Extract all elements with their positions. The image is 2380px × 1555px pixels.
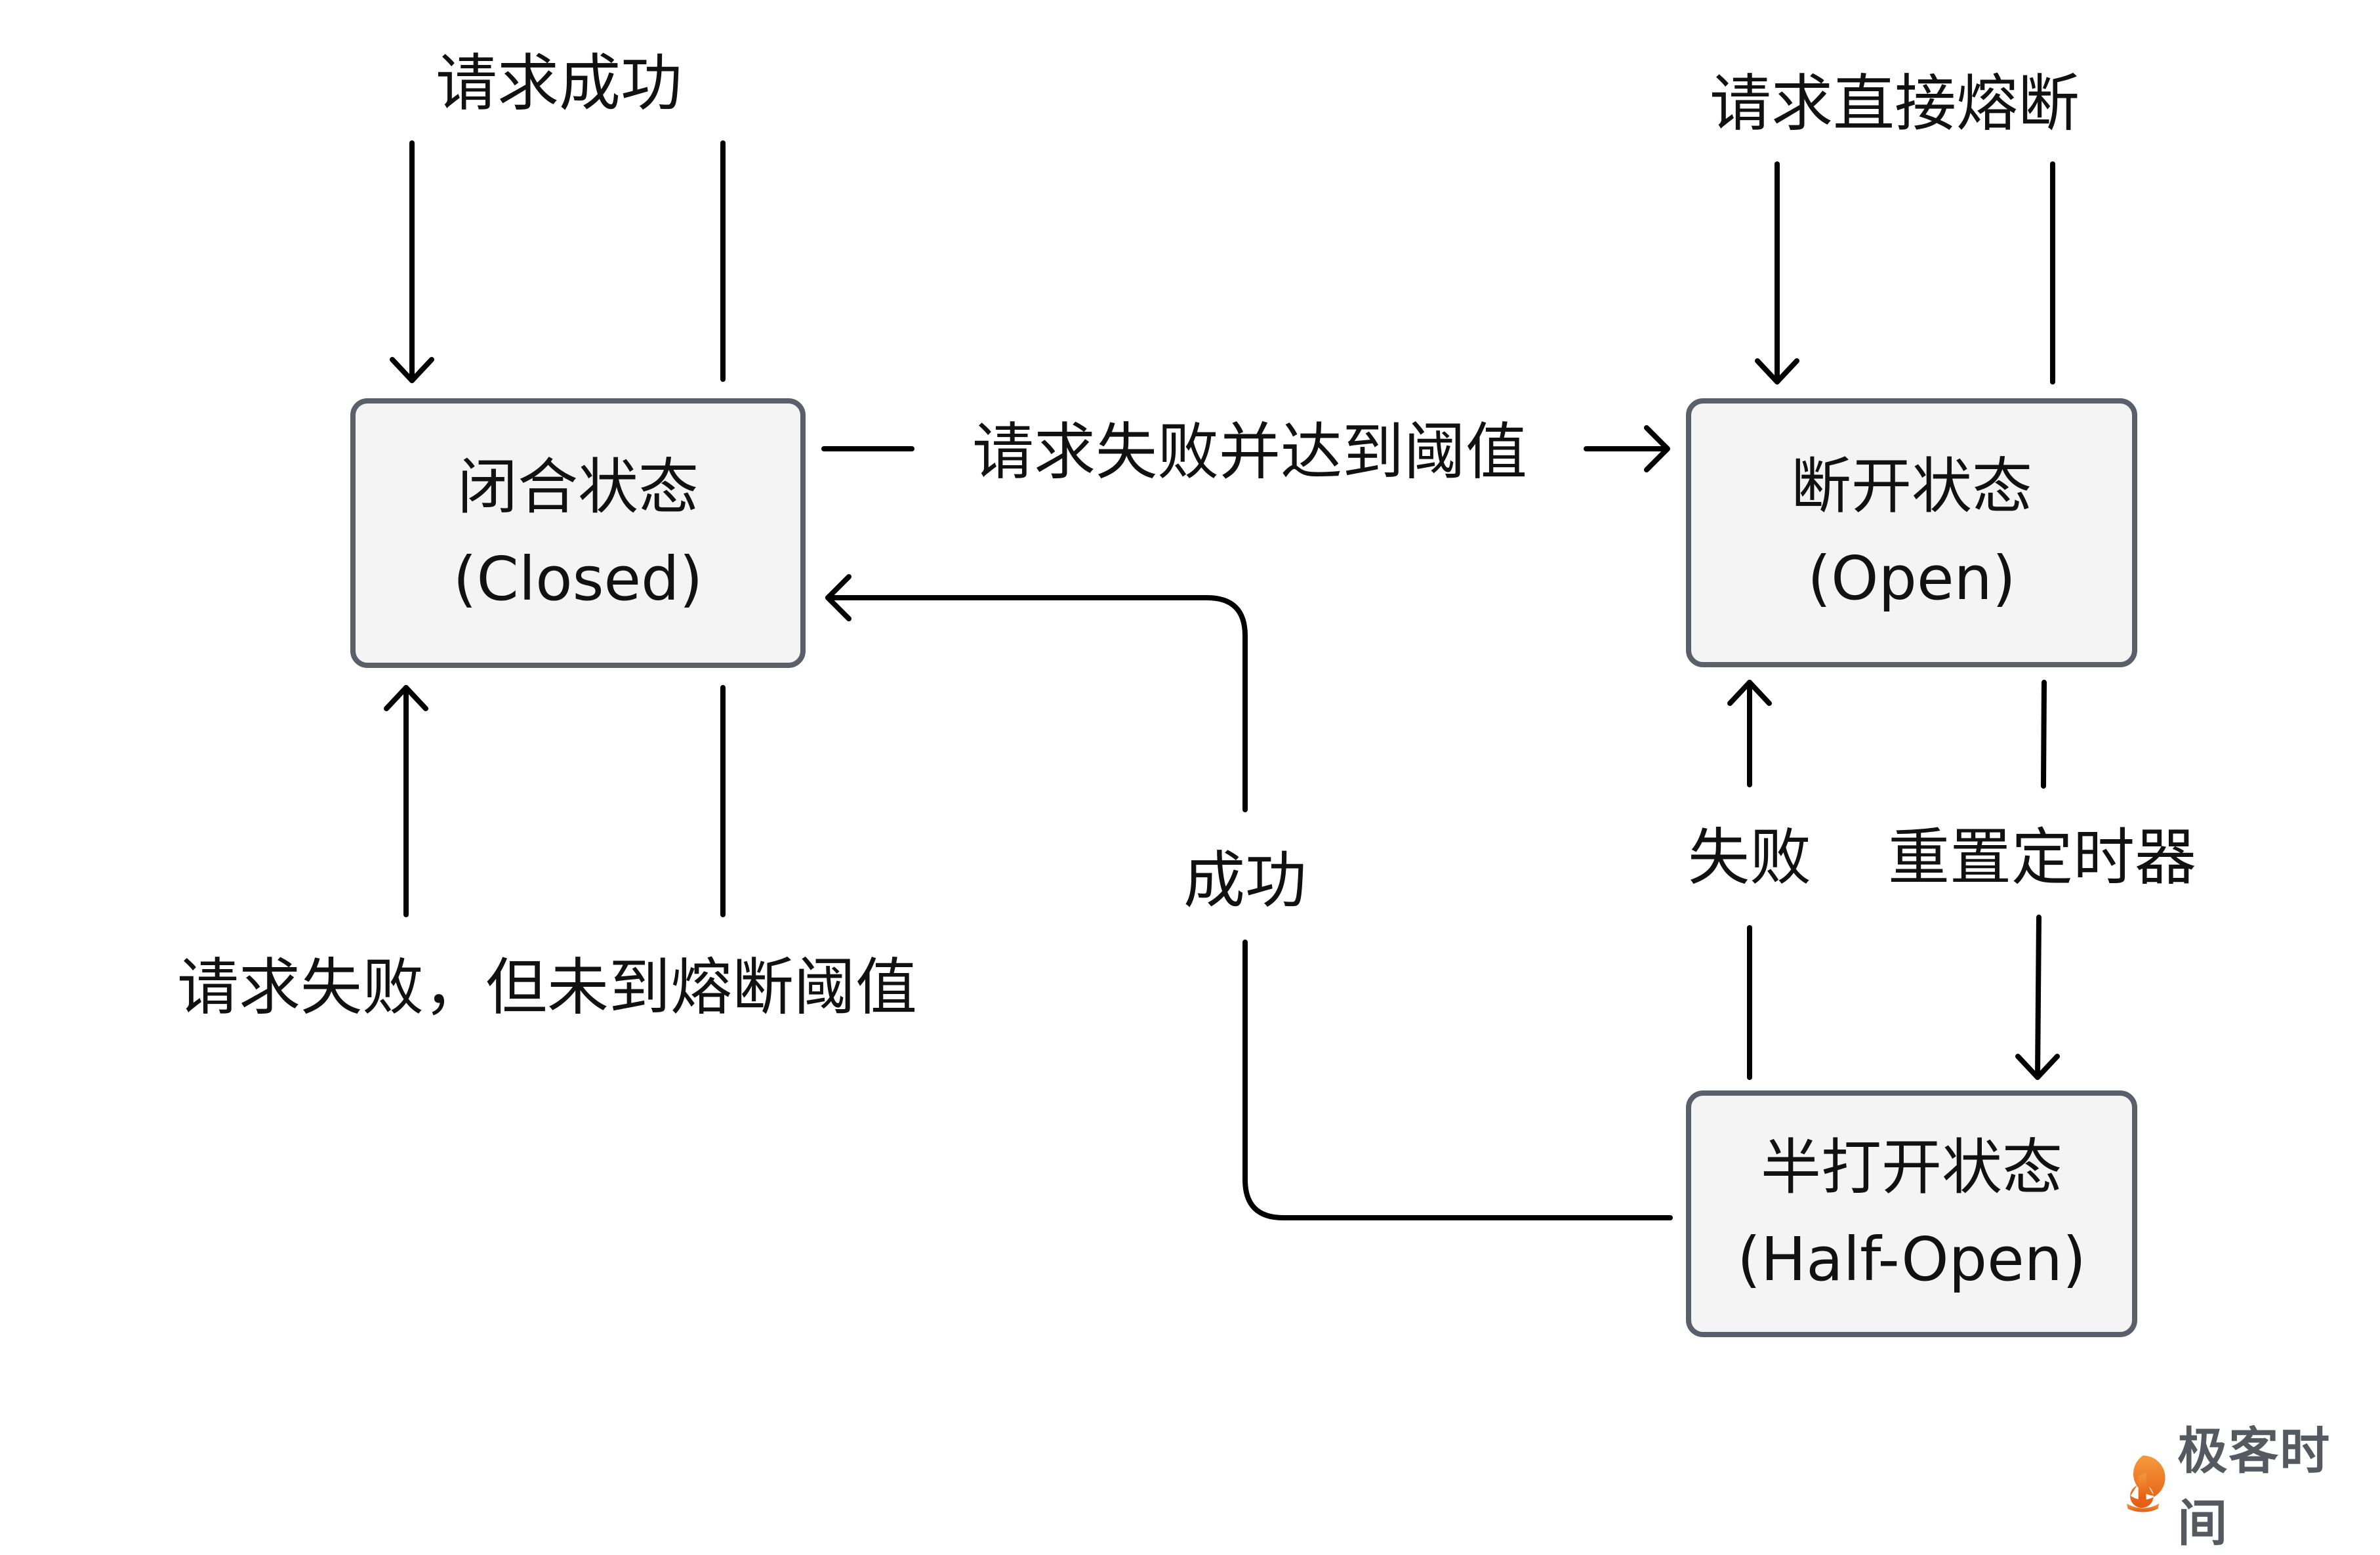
half-open-to-closed-arrowhead — [825, 574, 851, 621]
label-half-open-to-open: 失败 — [1687, 822, 1812, 894]
half-open-to-open-arrowhead — [1727, 680, 1772, 706]
state-open: 断开状态 (Open) — [1686, 398, 2137, 667]
label-half-open-to-closed: 成功 — [1183, 845, 1307, 917]
open-to-half-open-line-lower — [2035, 915, 2041, 1080]
half-open-to-closed-line-upper — [825, 595, 1248, 812]
diagram-connectors — [384, 140, 2060, 1220]
label-closed-success: 请求成功 — [435, 48, 683, 119]
label-open-direct-trip: 请求直接熔断 — [1709, 68, 2080, 140]
open-to-half-open-arrowhead — [2015, 1054, 2060, 1080]
state-half-open-zh: 半打开状态 — [1760, 1132, 2062, 1203]
logo-text: 极客时间 — [2177, 1422, 2331, 1552]
state-open-zh: 断开状态 — [1790, 451, 2032, 522]
state-half-open-en: (Half-Open) — [1737, 1224, 2086, 1295]
open-to-half-open-line-upper — [2041, 680, 2047, 789]
brand-logo: 极客时间 — [2118, 1411, 2380, 1555]
closed-fail-in-arrowhead — [384, 685, 428, 711]
state-open-en: (Open) — [1807, 543, 2016, 613]
state-closed-en: (Closed) — [453, 543, 703, 614]
half-open-to-closed-line-lower — [1242, 940, 1673, 1220]
geektime-logo-icon — [2126, 1455, 2165, 1512]
open-trip-in-arrowhead — [1755, 358, 1799, 384]
closed-success-in-arrowhead — [390, 357, 434, 383]
label-closed-fail-below-threshold: 请求失败，但未到熔断阈值 — [176, 952, 918, 1024]
label-closed-to-open: 请求失败并达到阈值 — [972, 417, 1528, 488]
state-half-open: 半打开状态 (Half-Open) — [1686, 1090, 2137, 1337]
closed-to-open-arrowhead — [1644, 425, 1670, 472]
label-open-to-half-open: 重置定时器 — [1887, 822, 2197, 894]
state-closed: 闭合状态 (Closed) — [350, 398, 806, 668]
state-closed-zh: 闭合状态 — [457, 451, 699, 522]
